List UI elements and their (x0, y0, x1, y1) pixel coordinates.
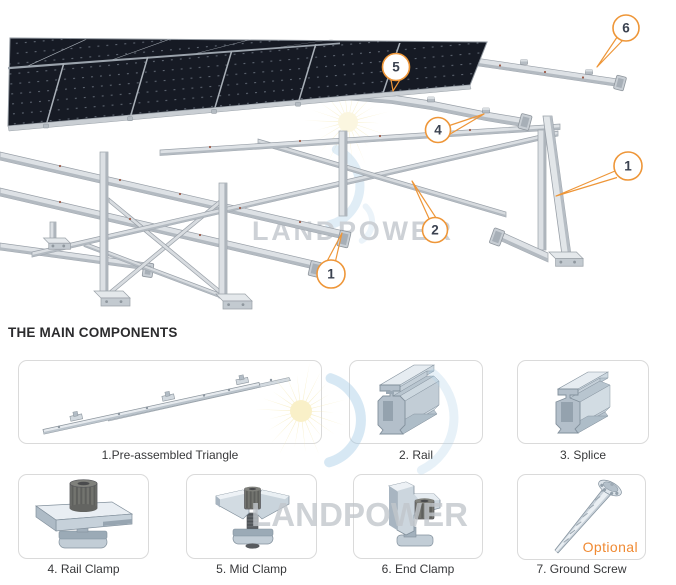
mounting-structure (0, 52, 627, 310)
ground-beam-lattice (0, 115, 584, 310)
callout-number: 5 (392, 60, 400, 75)
solar-panel-array (7, 37, 488, 132)
component-label: 3. Splice (559, 448, 607, 462)
callout-number: 1 (624, 159, 632, 174)
component-box-ground-screw: Optional (517, 474, 646, 560)
end-clamp-image (388, 481, 441, 547)
callout-2: 2 (411, 180, 449, 244)
rail-clamp-image (34, 479, 134, 549)
callout-number: 6 (622, 21, 630, 36)
component-box-pre-assembled-triangle (18, 360, 322, 444)
callout-1: 1 (316, 232, 346, 289)
component-label: 4. Rail Clamp (47, 562, 120, 576)
section-heading: THE MAIN COMPONENTS (8, 325, 178, 340)
callout-1: 1 (555, 151, 643, 197)
callout-5: 5 (381, 52, 411, 92)
callout-number: 2 (431, 223, 439, 238)
component-box-rail (349, 360, 483, 444)
callout-4: 4 (424, 113, 485, 144)
component-label: 7. Ground Screw (536, 562, 627, 576)
callouts: 6 5 4 1 2 1 (316, 14, 643, 289)
component-label: 5. Mid Clamp (216, 562, 287, 576)
callout-number: 4 (434, 123, 442, 138)
component-label: 1.Pre-assembled Triangle (101, 448, 239, 462)
component-box-mid-clamp (186, 474, 317, 559)
mid-clamp-image (215, 486, 290, 549)
ground-screw-image (554, 479, 622, 554)
component-label: 2. Rail (398, 448, 433, 462)
component-box-end-clamp (353, 474, 483, 559)
optional-badge: Optional (582, 539, 638, 555)
component-box-rail-clamp (18, 474, 149, 559)
component-label: 6. End Clamp (381, 562, 455, 576)
component-box-splice (517, 360, 649, 444)
callout-number: 1 (327, 267, 335, 282)
rail-image (377, 364, 440, 435)
callout-6: 6 (596, 14, 640, 68)
pre-assembled-triangle-image (42, 374, 291, 435)
splice-image (555, 371, 611, 434)
